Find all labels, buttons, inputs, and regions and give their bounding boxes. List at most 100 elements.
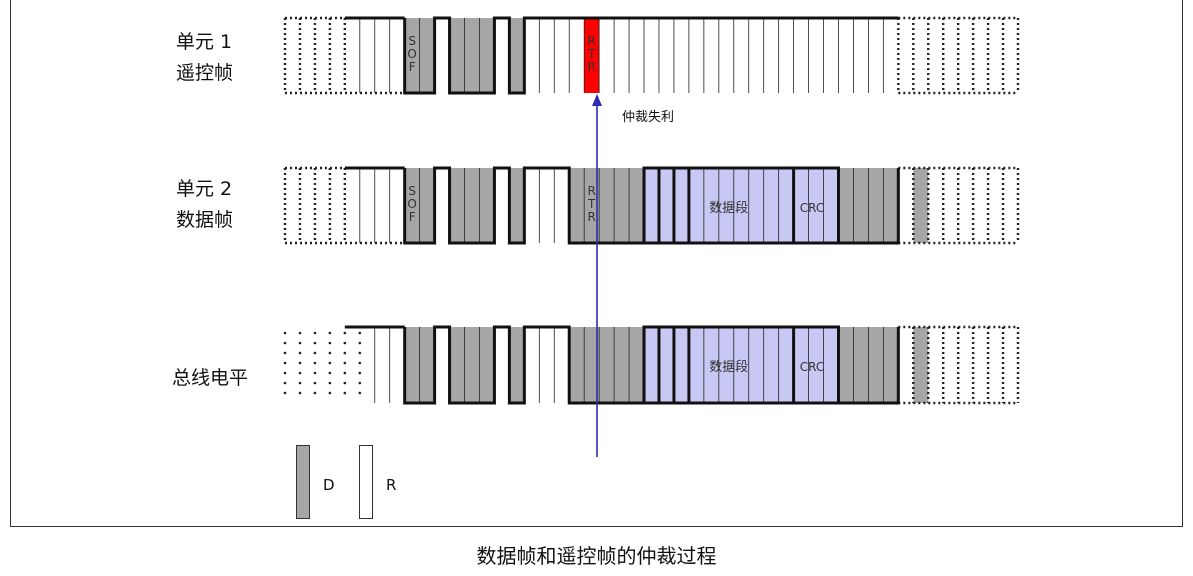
dominant-bit [509,168,525,243]
rtr-label: R [587,210,595,224]
bus-idle-dot [328,351,332,355]
rtr-label: R [587,34,595,48]
bus-idle-dot [283,381,287,385]
bus-idle-dot [298,361,302,365]
dominant-bit [913,327,929,403]
dominant-bit [883,327,899,403]
dominant-bit [883,168,899,243]
bus-idle-dot [313,381,317,385]
dominant-bit [449,18,465,93]
bus-idle-dot [328,361,332,365]
row3-label-bus: 总线电平 [172,367,249,389]
dominant-bit [419,327,435,403]
bus-idle-dot [328,341,332,345]
bus-idle-dot [358,331,362,335]
data-crc-outline [642,166,840,245]
signal-waveform [403,16,899,95]
dominant-bit [449,327,465,403]
bus-idle-dot [343,341,347,345]
dominant-bit [509,18,525,93]
dominant-bit [629,327,645,403]
bus-idle-dot [343,331,347,335]
dominant-bit [629,168,645,243]
row2-label-frame: 数据帧 [176,209,234,231]
dominant-bit [464,18,480,93]
rtr-label: T [587,197,596,211]
dominant-bit [569,327,585,403]
dominant-bit [853,168,869,243]
row1-label-unit: 单元 1 [176,31,233,53]
bus-idle-dot [328,391,332,395]
bus-idle-dot [283,351,287,355]
bus-idle-dot [343,371,347,375]
dominant-bit [584,327,600,403]
dominant-bit [404,18,420,93]
bus-idle-dot [328,371,332,375]
dominant-bit [419,168,435,243]
sof-label: O [407,47,416,61]
dominant-bit [868,327,884,403]
dominant-bit [599,168,615,243]
dominant-bit [584,168,600,243]
dominant-bit [853,327,869,403]
data-segment-label: 数据段 [709,360,748,375]
dominant-bit [464,168,480,243]
bus-idle-dot [313,371,317,375]
bus-idle-dot [358,381,362,385]
diagram-frame [10,0,1183,527]
bus-idle-dot [328,331,332,335]
bus-idle-dot [328,381,332,385]
rtr-label: T [587,47,596,61]
bus-idle-dot [313,341,317,345]
data-segment-label: 数据段 [709,201,748,216]
bus-idle-dot [313,391,317,395]
sof-label: F [409,210,416,224]
bus-idle-dot [283,371,287,375]
legend-dominant-swatch [296,445,310,519]
bus-idle-dot [313,331,317,335]
bus-idle-dot [313,361,317,365]
dominant-bit [569,168,585,243]
bus-idle-dot [298,391,302,395]
bus-idle-dot [358,361,362,365]
sof-label: S [408,184,416,198]
legend-dominant-label: D [323,476,335,494]
dominant-bit [614,327,630,403]
data-segment-fill [644,168,839,243]
bus-idle-dot [358,341,362,345]
crc-label: CRC [800,201,825,215]
dominant-bit [404,168,420,243]
sof-label: F [409,60,416,74]
dominant-bit [479,168,495,243]
bus-idle-dot [283,341,287,345]
dominant-bit [479,18,495,93]
dominant-bit [599,327,615,403]
bus-idle-dot [298,371,302,375]
bus-idle-dot [298,381,302,385]
bus-idle-dot [343,381,347,385]
dominant-bit [419,18,435,93]
bus-idle-dot [358,351,362,355]
data-crc-outline [642,325,840,405]
rtr-label: R [587,184,595,198]
dominant-bit [479,327,495,403]
sof-label: S [408,34,416,48]
bus-idle-dot [358,391,362,395]
dominant-bit [464,327,480,403]
legend-recessive-label: R [386,476,397,494]
row1-label-frame: 遥控帧 [176,62,234,84]
bus-idle-dot [343,361,347,365]
arbitration-arrow-head [592,94,602,106]
legend-recessive-swatch [359,445,373,519]
dominant-bit [868,168,884,243]
dominant-bit [838,168,854,243]
dominant-bit [449,168,465,243]
bus-idle-dot [313,351,317,355]
bus-idle-dot [298,341,302,345]
sof-label: O [407,197,416,211]
figure-caption: 数据帧和遥控帧的仲裁过程 [476,544,717,568]
bus-idle-dot [343,391,347,395]
bus-idle-dot [298,331,302,335]
bus-idle-dot [358,371,362,375]
